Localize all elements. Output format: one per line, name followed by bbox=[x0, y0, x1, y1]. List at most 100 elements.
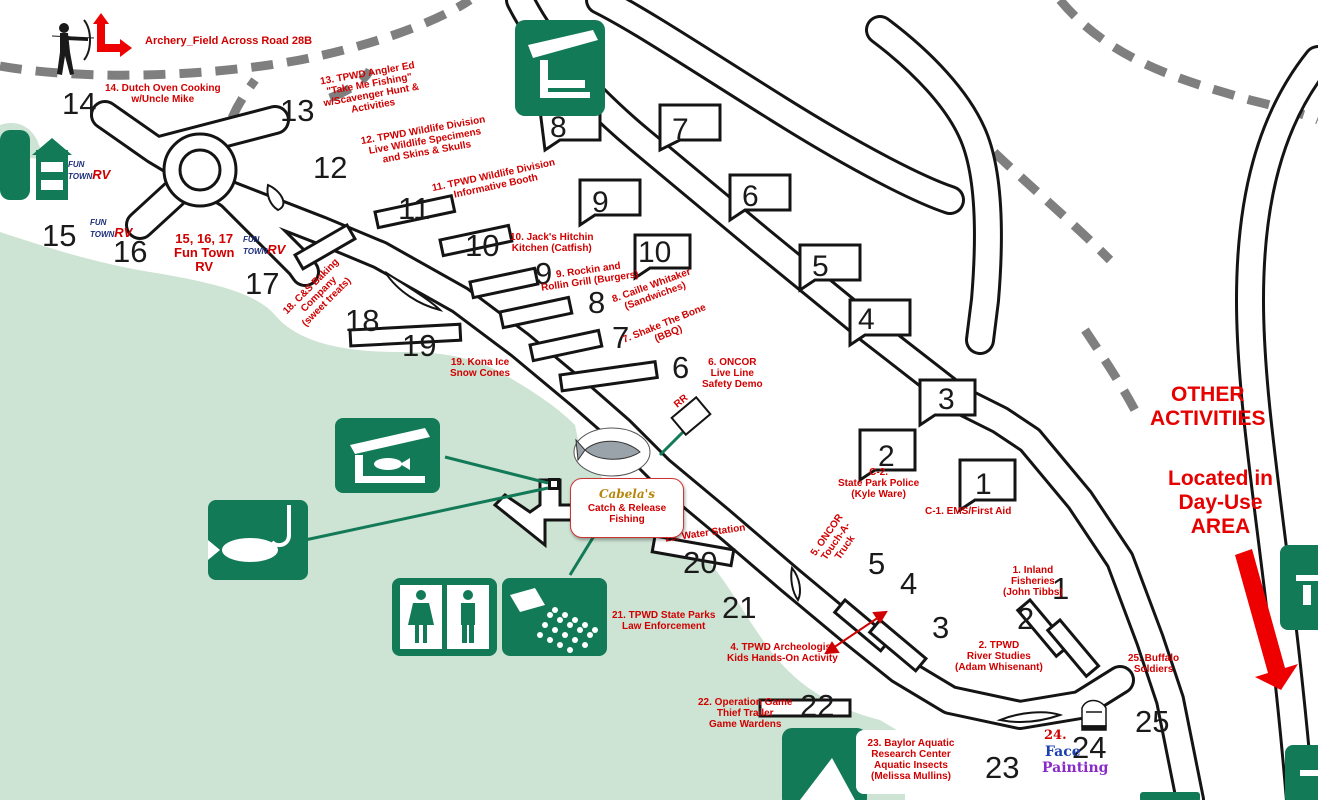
lake-area bbox=[0, 232, 905, 800]
campsite-number-8: 8 bbox=[550, 111, 567, 144]
site-number-3: 3 bbox=[932, 610, 950, 645]
right-edge-icon-1 bbox=[1280, 545, 1318, 630]
site-number-10: 10 bbox=[465, 228, 500, 263]
site-number-19: 19 bbox=[402, 328, 437, 363]
site-number-23: 23 bbox=[985, 750, 1020, 785]
label-face-word1: Face bbox=[1045, 744, 1081, 760]
shower-icon bbox=[502, 578, 607, 656]
site-number-9: 9 bbox=[535, 256, 553, 291]
site-number-16: 16 bbox=[113, 234, 148, 269]
fun-town-logo-top: FUN bbox=[68, 160, 85, 169]
spur-stubs bbox=[292, 194, 1101, 718]
cul-de-sac-island bbox=[178, 148, 222, 192]
baylor-box: 23. Baylor Aquatic Research Center Aquat… bbox=[856, 730, 966, 794]
campsite-number-3: 3 bbox=[938, 383, 955, 416]
campsite-number-2: 2 bbox=[878, 440, 895, 473]
fun-town-logo-2: FUN TOWNRV bbox=[90, 218, 132, 240]
campsite-number-6: 6 bbox=[742, 180, 759, 213]
label-archeologist: 4. TPWD Archeologist Kids Hands-On Activ… bbox=[727, 642, 838, 664]
pavilion-icon bbox=[515, 20, 605, 116]
road-island-2 bbox=[384, 271, 444, 312]
fun-town-logo-mark: RV bbox=[92, 167, 111, 182]
fun-town-logo-1: FUN TOWNRV bbox=[68, 160, 110, 182]
site-number-4: 4 bbox=[900, 566, 918, 601]
site-number-13: 13 bbox=[280, 93, 315, 128]
campsite-number-1: 1 bbox=[975, 468, 992, 501]
site-number-15: 15 bbox=[42, 218, 77, 253]
site-number-8: 8 bbox=[588, 285, 606, 320]
label-buffalo: 25. Buffalo Soldiers bbox=[1128, 653, 1180, 675]
cabelas-box: Cabela's Catch & Release Fishing bbox=[570, 478, 684, 538]
fun-town-logo-bottom: TOWN bbox=[243, 247, 268, 256]
campsite-number-4: 4 bbox=[858, 303, 875, 336]
site-number-14: 14 bbox=[62, 86, 97, 121]
rv-hookup-icon bbox=[0, 130, 72, 200]
archeologist-arrow bbox=[824, 610, 888, 655]
site-number-21: 21 bbox=[722, 590, 757, 625]
label-located-day-use: Located in Day-Use AREA bbox=[1168, 467, 1274, 538]
label-other-activities: OTHER ACTIVITIES bbox=[1150, 383, 1266, 430]
site-number-11: 11 bbox=[398, 191, 431, 226]
campsite-number-10: 10 bbox=[638, 236, 672, 269]
fishing-pier bbox=[492, 478, 587, 549]
fun-town-logo-mark: RV bbox=[114, 225, 133, 240]
label-kona: 19. Kona Ice Snow Cones bbox=[450, 357, 511, 379]
restroom-icon bbox=[392, 578, 497, 656]
fun-town-logo-top: FUN bbox=[90, 218, 107, 227]
label-oncor-live: 6. ONCOR Live Line Safety Demo bbox=[702, 357, 763, 390]
restroom-marker bbox=[670, 395, 712, 437]
rv-peninsula bbox=[0, 158, 380, 325]
l-arrow-icon bbox=[93, 13, 132, 57]
label-law: 21. TPWD State Parks Law Enforcement bbox=[612, 610, 716, 632]
label-archery: Archery_Field Across Road 28B bbox=[145, 35, 313, 47]
site-number-12: 12 bbox=[313, 150, 348, 185]
fishing-pier-icon bbox=[335, 418, 440, 493]
fun-town-logo-mark: RV bbox=[267, 242, 286, 257]
label-face-num: 24. bbox=[1044, 728, 1067, 743]
fun-town-logo-bottom: TOWN bbox=[90, 230, 115, 239]
label-fun-town: 15, 16, 17 Fun Town RV bbox=[174, 231, 235, 274]
site-number-17: 17 bbox=[245, 266, 280, 301]
archer-icon bbox=[51, 19, 95, 75]
trail-dashes bbox=[0, 0, 1318, 423]
tent-icon bbox=[1081, 699, 1107, 731]
label-ems: C-1. EMS/First Aid bbox=[925, 506, 1012, 517]
campsite-number-9: 9 bbox=[592, 186, 609, 219]
label-catch-release: Catch & Release Fishing bbox=[587, 503, 667, 525]
fish-logo-icon bbox=[573, 427, 651, 477]
site-number-1: 1 bbox=[1052, 571, 1070, 606]
label-inland: 1. Inland Fisheries (John Tibbs) bbox=[1003, 565, 1063, 598]
site-number-6: 6 bbox=[672, 350, 690, 385]
site-number-18: 18 bbox=[345, 303, 380, 338]
road-island-4 bbox=[790, 565, 801, 602]
label-game-thief: 22. Operation Game Thief Trailer Game Wa… bbox=[698, 697, 793, 730]
site-number-2: 2 bbox=[1017, 601, 1035, 636]
label-state-police: C-2. State Park Police (Kyle Ware) bbox=[838, 467, 920, 500]
site-number-25: 25 bbox=[1135, 704, 1170, 739]
boat-ramp-icon bbox=[782, 728, 867, 800]
site-number-20: 20 bbox=[683, 545, 718, 580]
site-number-5: 5 bbox=[868, 546, 886, 581]
site-number-7: 7 bbox=[612, 320, 630, 355]
road-island-1 bbox=[266, 183, 285, 212]
label-dutch-oven: 14. Dutch Oven Cooking w/Uncle Mike bbox=[105, 83, 221, 105]
label-baylor: 23. Baylor Aquatic Research Center Aquat… bbox=[867, 738, 955, 782]
bottom-strip bbox=[1140, 792, 1200, 800]
icon-connectors bbox=[304, 423, 692, 576]
label-river: 2. TPWD River Studies (Adam Whisenant) bbox=[955, 640, 1043, 673]
road-island-3 bbox=[996, 711, 1064, 724]
site-number-22: 22 bbox=[800, 688, 835, 723]
site-number-24: 24 bbox=[1072, 730, 1107, 765]
label-face-word2: Painting bbox=[1042, 760, 1109, 776]
fun-town-logo-bottom: TOWN bbox=[68, 172, 93, 181]
campsite-number-7: 7 bbox=[672, 113, 689, 146]
fun-town-logo-top: FUN bbox=[243, 235, 260, 244]
fishing-hook-icon bbox=[208, 500, 308, 580]
red-down-arrow-icon bbox=[1235, 549, 1298, 690]
fun-town-logo-3: FUN TOWNRV bbox=[243, 235, 285, 257]
campsite-number-5: 5 bbox=[812, 250, 829, 283]
right-edge-icon-2 bbox=[1285, 745, 1318, 800]
cabelas-logo: Cabela's bbox=[598, 487, 656, 501]
